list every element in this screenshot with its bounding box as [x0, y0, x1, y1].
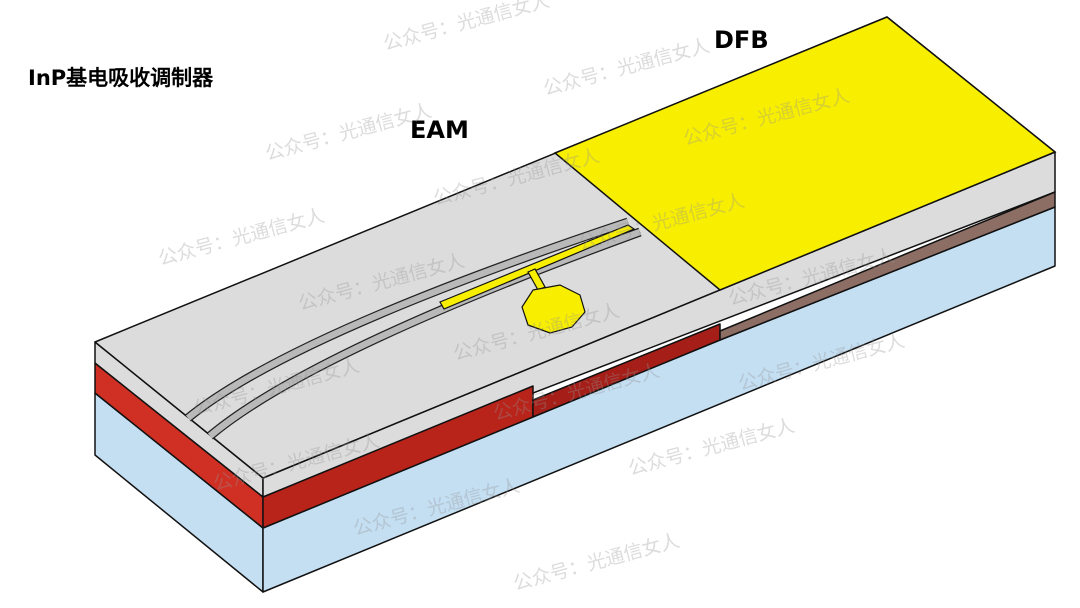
- dfb-contact-pad: [553, 16, 1057, 291]
- diagram-title: InP基电吸收调制器: [28, 66, 214, 90]
- waveguide-trenches: [185, 217, 642, 440]
- bond-pad: [521, 284, 586, 334]
- eam-label: EAM: [410, 116, 469, 144]
- eam-electrode: [439, 224, 636, 334]
- dfb-active-layer: [719, 191, 1056, 341]
- dfb-label: DFB: [714, 26, 769, 54]
- electrode-stub: [527, 268, 546, 291]
- eam-ridge-contact: [439, 224, 636, 310]
